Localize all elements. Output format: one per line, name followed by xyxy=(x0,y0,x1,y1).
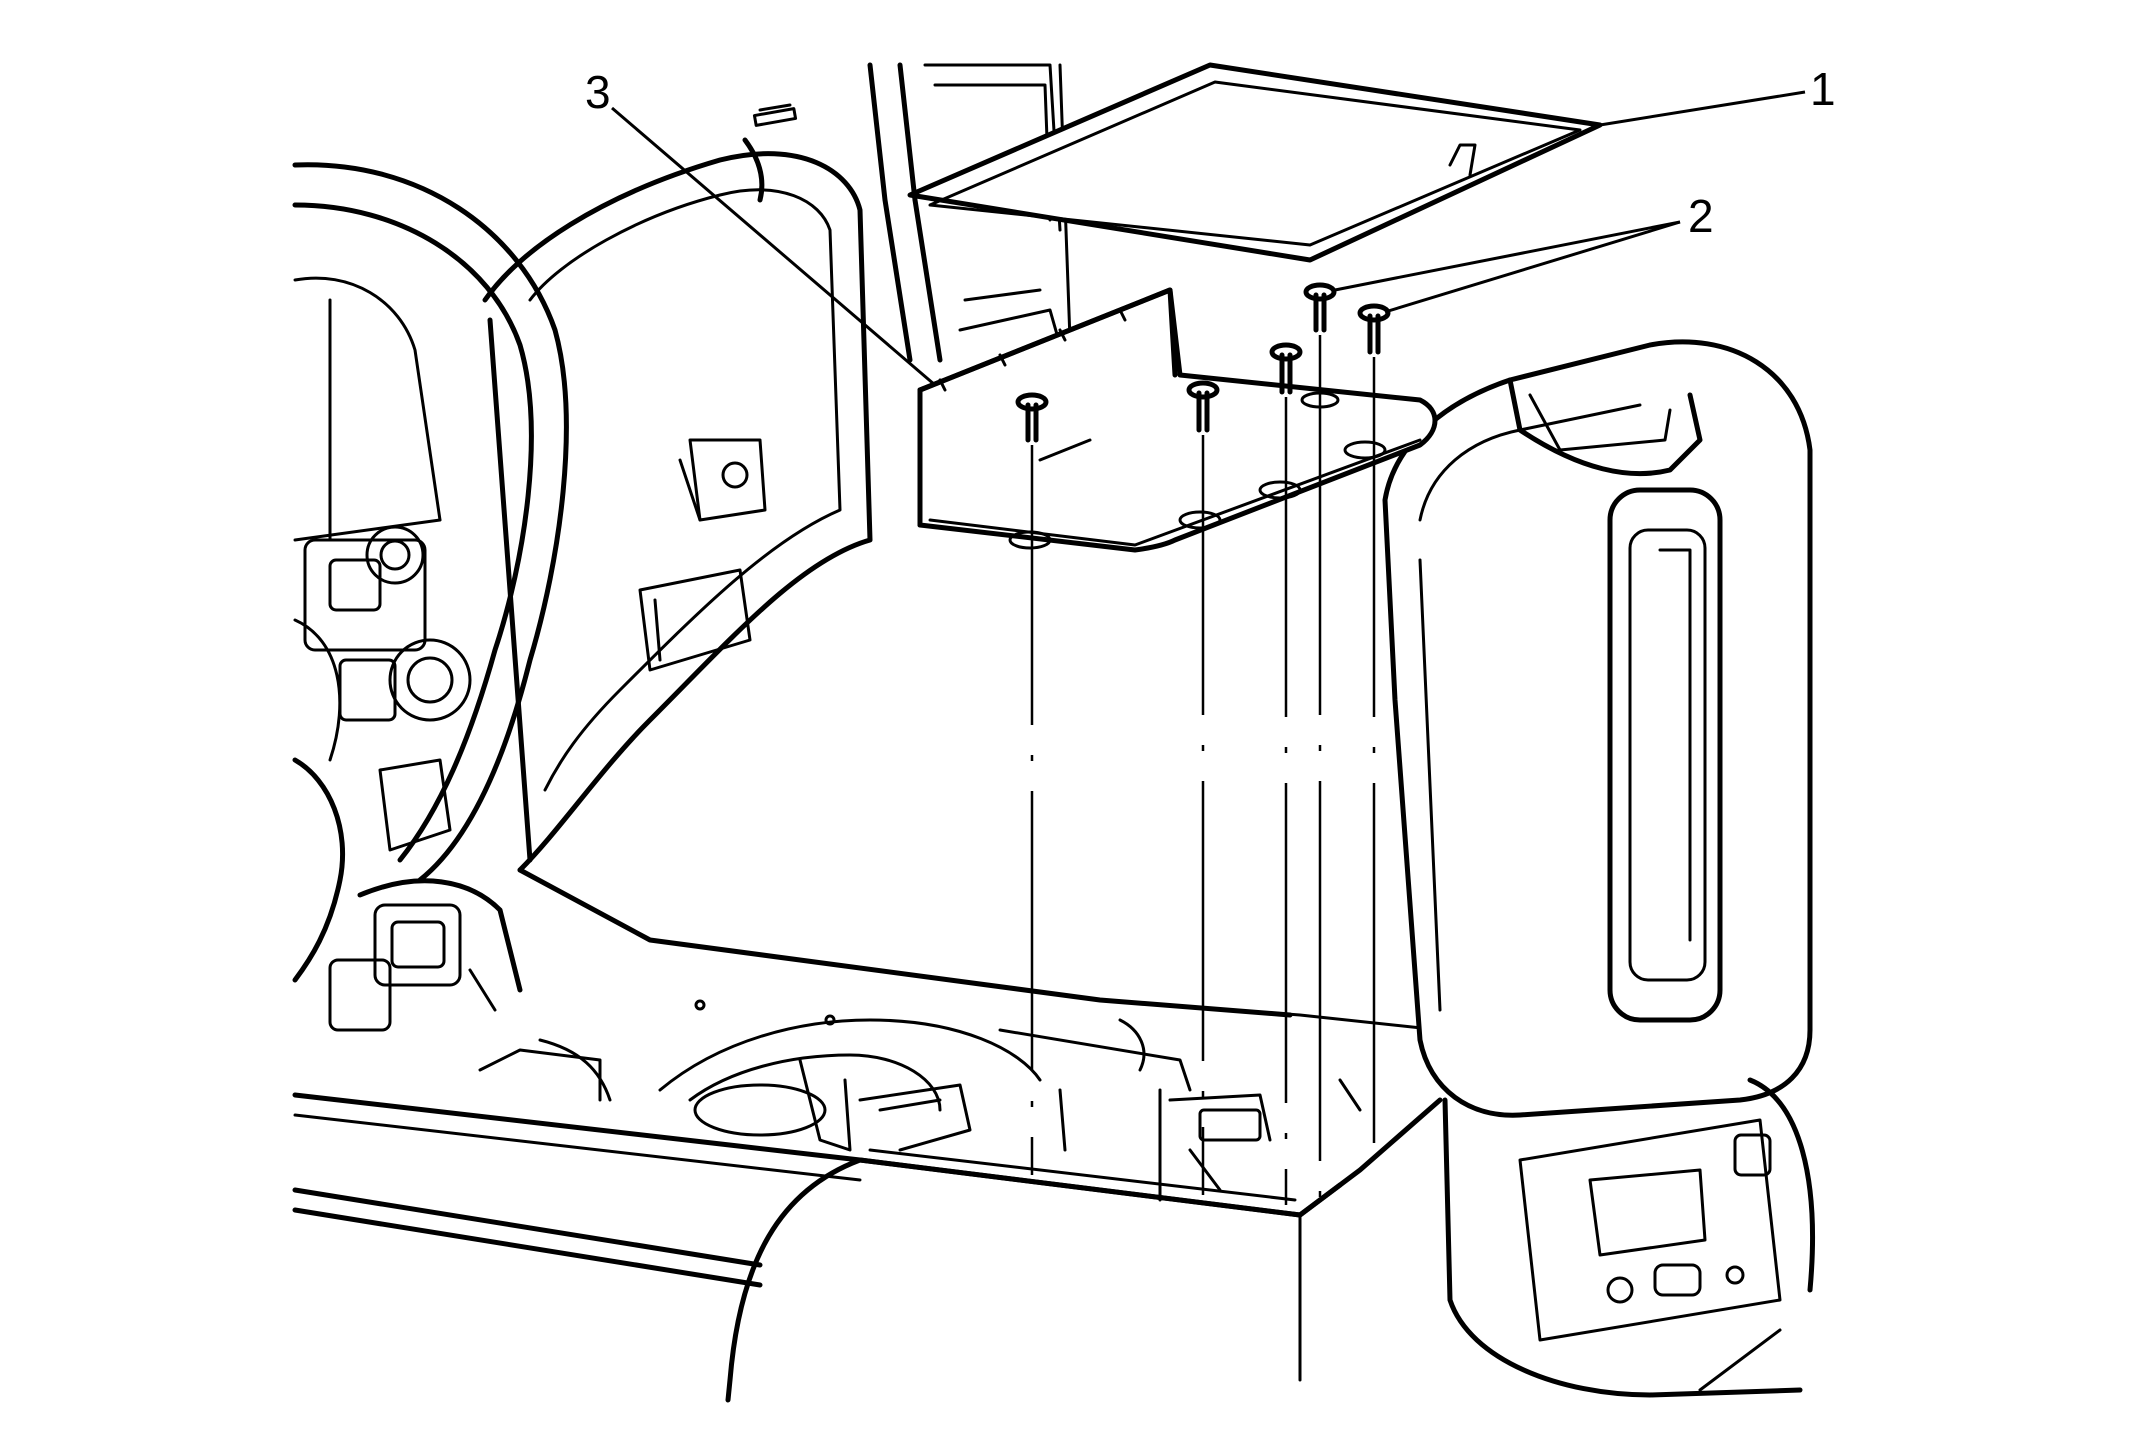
leader-2a xyxy=(1334,220,1681,292)
screw xyxy=(1303,282,1337,333)
leader-3 xyxy=(611,106,936,387)
dashboard xyxy=(292,162,569,1032)
callout-1: 1 xyxy=(1810,63,1836,115)
screw xyxy=(1186,380,1220,433)
screw xyxy=(1269,342,1303,395)
callout-2: 2 xyxy=(1688,190,1714,242)
part-3-storage-tray xyxy=(917,287,1438,553)
assembly-axis-lines xyxy=(1030,335,1376,1210)
screw xyxy=(1357,303,1391,355)
part-2-screws xyxy=(1015,282,1391,443)
center-console-base xyxy=(292,867,1443,1403)
rear-console-armrest xyxy=(1382,339,1815,1398)
console-opening-outline xyxy=(857,1148,1343,1218)
leader-1 xyxy=(1599,90,1806,127)
screw xyxy=(1015,392,1049,443)
glove-box-panel xyxy=(482,103,873,873)
part-1-storage-mat xyxy=(907,62,1603,263)
leader-lines xyxy=(611,90,1806,387)
leader-2b xyxy=(1384,220,1681,314)
callout-3: 3 xyxy=(585,66,611,118)
